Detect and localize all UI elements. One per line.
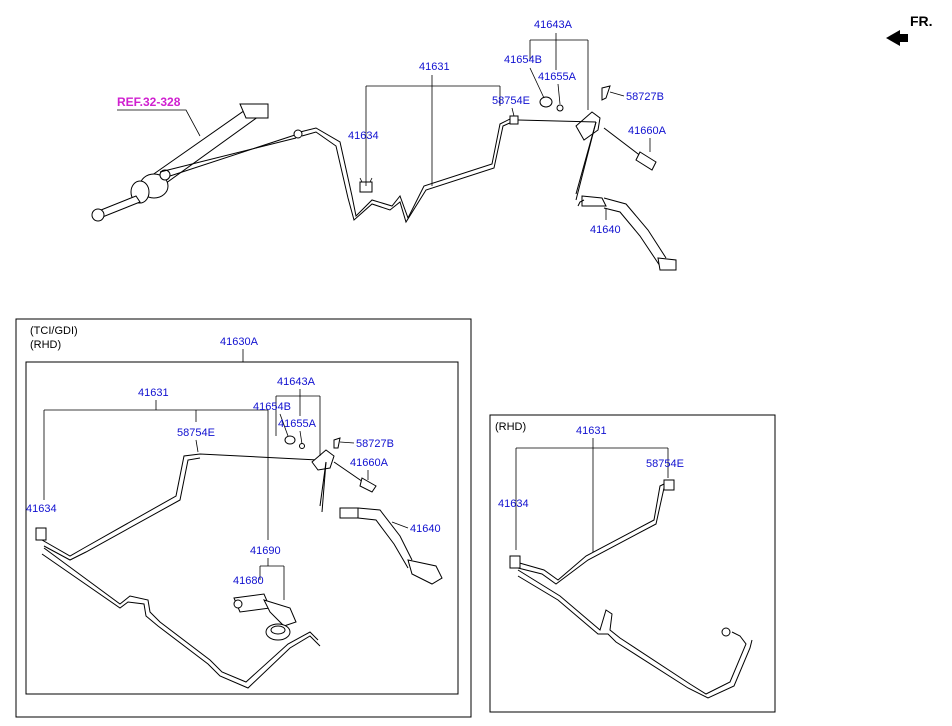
release-cylinder-41690 [233,593,297,641]
tube-41631 [293,115,519,224]
label-58727B: 58727B [626,91,664,103]
ref-label: REF.32-328 [117,95,181,109]
label-58754E: 58754E [646,458,684,470]
label-41630A: 41630A [220,336,259,348]
front-arrow-icon [886,30,908,46]
label-41655A: 41655A [278,418,317,430]
label-41654B: 41654B [253,401,291,413]
label-41655A: 41655A [538,71,577,83]
label-58754E: 58754E [177,427,215,439]
label-41660A: 41660A [350,457,389,469]
label-41643A: 41643A [534,19,573,31]
front-direction-indicator: FR. [886,13,933,46]
label-41690: 41690 [250,545,281,557]
label-41631: 41631 [576,425,607,437]
label-41634: 41634 [26,503,57,515]
top-view: REF.32-328 [91,19,677,271]
clutch-master-cylinder [91,103,269,222]
bracket-41643A [517,85,611,201]
label-41643A: 41643A [277,376,316,388]
label-41654B: 41654B [504,54,542,66]
panel-tci-title: (TCI/GDI) [30,325,78,337]
tube-41631 [35,453,321,689]
label-41631: 41631 [419,61,450,73]
bracket-41643A [284,435,377,513]
front-label: FR. [910,13,933,29]
label-58727B: 58727B [356,438,394,450]
panel-rhd: (RHD) 41631 58754E 41634 [489,414,776,713]
label-41660A: 41660A [628,125,667,137]
label-41640: 41640 [590,224,621,236]
label-41640: 41640 [410,523,441,535]
panel-tci-subtitle: (RHD) [30,339,61,351]
hose-41640 [339,507,443,585]
panel-rhd-title: (RHD) [495,421,526,433]
tube-41631 [509,479,753,699]
panel-tci-gdi: (TCI/GDI) (RHD) 41630A [15,318,472,718]
label-41634: 41634 [348,130,379,142]
label-41680: 41680 [233,575,264,587]
bolt-41660A [603,127,657,171]
label-58754E: 58754E [492,95,530,107]
label-41634: 41634 [498,498,529,510]
hose-41640 [577,195,677,271]
label-41631: 41631 [138,387,169,399]
